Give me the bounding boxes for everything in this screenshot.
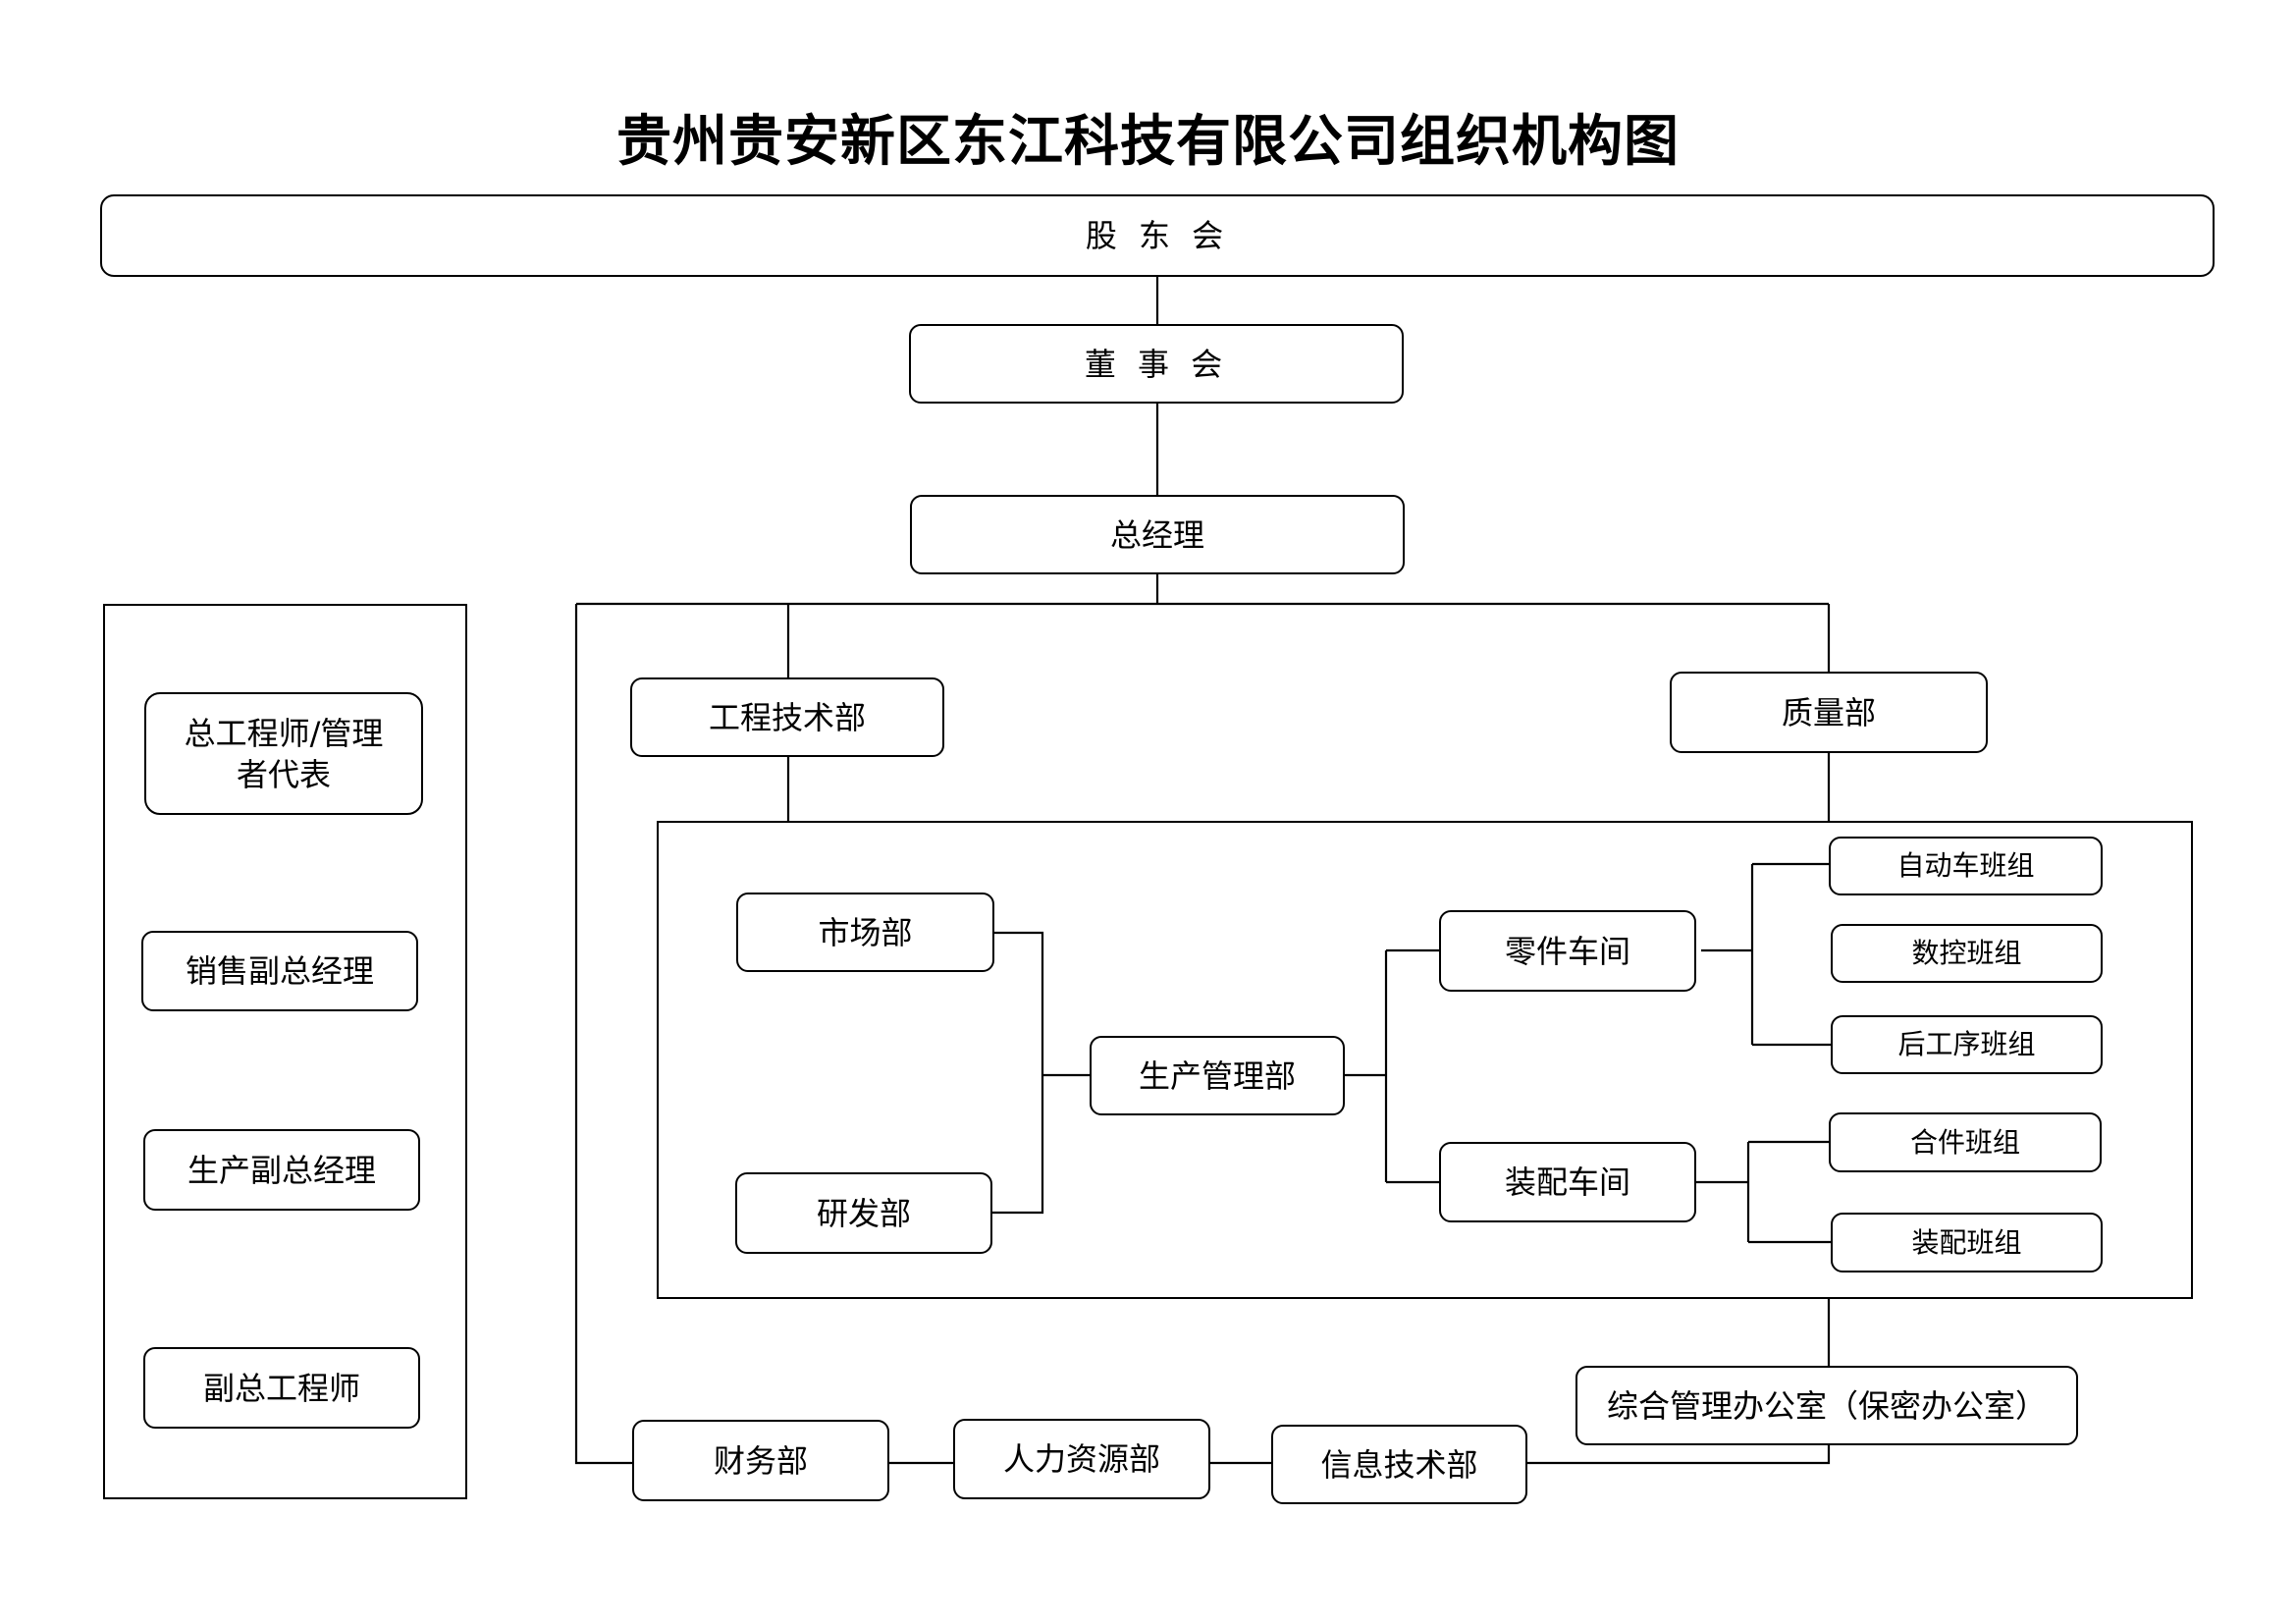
line-left-trunk (574, 604, 632, 1465)
quality-dept-box: 质量部 (1670, 672, 1988, 753)
hr-dept-box: 人力资源部 (953, 1419, 1210, 1499)
engineering-dept-label: 工程技术部 (708, 698, 866, 736)
chief-engineer-box: 总工程师/管理者代表 (144, 692, 423, 815)
it-dept-label: 信息技术部 (1320, 1445, 1478, 1484)
auto-lathe-team-box: 自动车班组 (1829, 837, 2103, 895)
line-admin-it (1527, 1445, 1831, 1465)
assembly-team-label: 装配班组 (1911, 1225, 2022, 1259)
rnd-dept-label: 研发部 (816, 1194, 911, 1232)
board-of-directors-box: 董 事 会 (909, 324, 1404, 404)
cnc-team-box: 数控班组 (1831, 924, 2103, 983)
combine-team-box: 合件班组 (1829, 1112, 2102, 1172)
general-manager-box: 总经理 (910, 495, 1405, 574)
general-manager-label: 总经理 (1109, 515, 1204, 554)
post-process-team-box: 后工序班组 (1831, 1015, 2103, 1074)
production-vp-box: 生产副总经理 (143, 1129, 420, 1211)
board-of-directors-label: 董 事 会 (1084, 345, 1229, 383)
engineering-dept-box: 工程技术部 (630, 677, 944, 757)
executive-panel (103, 604, 467, 1499)
deputy-chief-engineer-label: 副总工程师 (202, 1369, 360, 1407)
assembly-team-box: 装配班组 (1831, 1213, 2103, 1272)
admin-office-label: 综合管理办公室（保密办公室） (1606, 1386, 2047, 1425)
deputy-chief-engineer-box: 副总工程师 (143, 1347, 420, 1429)
chief-engineer-label: 总工程师/管理者代表 (184, 714, 384, 793)
production-vp-label: 生产副总经理 (187, 1151, 376, 1189)
combine-team-label: 合件班组 (1909, 1125, 2020, 1159)
sales-vp-box: 销售副总经理 (141, 931, 418, 1011)
quality-dept-label: 质量部 (1781, 693, 1876, 731)
admin-office-box: 综合管理办公室（保密办公室） (1575, 1366, 2078, 1445)
post-process-team-label: 后工序班组 (1897, 1028, 2036, 1060)
rnd-dept-box: 研发部 (735, 1172, 992, 1254)
sales-vp-label: 销售副总经理 (185, 952, 374, 990)
auto-lathe-team-label: 自动车班组 (1896, 849, 2035, 882)
assembly-workshop-box: 装配车间 (1439, 1142, 1696, 1222)
production-management-dept-label: 生产管理部 (1138, 1056, 1296, 1095)
cnc-team-label: 数控班组 (1911, 937, 2022, 969)
line-production-workshops (1345, 948, 1439, 1184)
assembly-workshop-label: 装配车间 (1504, 1164, 1630, 1201)
finance-dept-label: 财务部 (713, 1441, 808, 1480)
hr-dept-label: 人力资源部 (1002, 1440, 1160, 1478)
production-group-frame (657, 821, 2193, 1299)
it-dept-box: 信息技术部 (1271, 1425, 1527, 1504)
parts-workshop-label: 零件车间 (1504, 932, 1630, 970)
finance-dept-box: 财务部 (632, 1420, 889, 1501)
line-assembly-teams (1696, 1140, 1831, 1244)
chart-title: 贵州贵安新区东江科技有限公司组织机构图 (616, 110, 1680, 174)
line-market-rnd (992, 931, 1044, 1215)
shareholders-meeting-label: 股 东 会 (1085, 217, 1230, 254)
shareholders-meeting-box: 股 东 会 (100, 194, 2215, 277)
line-parts-teams (1701, 862, 1831, 1047)
market-dept-box: 市场部 (736, 893, 994, 972)
market-dept-label: 市场部 (818, 913, 913, 951)
production-management-dept-box: 生产管理部 (1090, 1036, 1345, 1115)
parts-workshop-box: 零件车间 (1439, 910, 1696, 992)
